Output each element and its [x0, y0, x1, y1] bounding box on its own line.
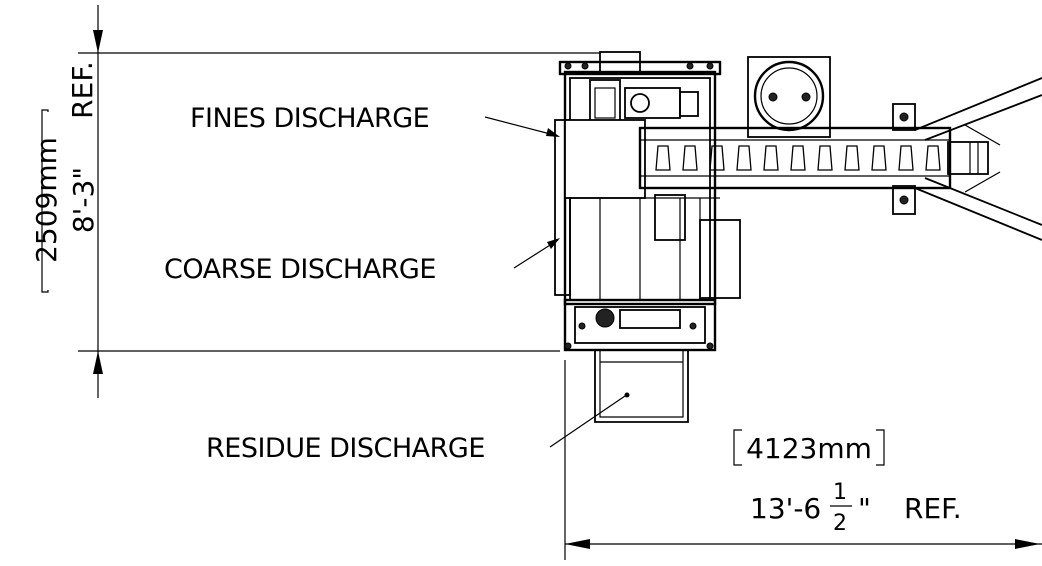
right-arrowhead	[1015, 539, 1040, 549]
conveyor-bucket	[736, 145, 752, 171]
conveyor-bucket	[925, 145, 941, 171]
conveyor-bucket	[655, 145, 671, 171]
fraction-denominator: 2	[833, 511, 847, 536]
side-chute	[554, 119, 571, 296]
drive-motor	[624, 87, 681, 119]
bearing-bolt	[899, 195, 909, 205]
coarse-leader-arrow	[547, 238, 560, 249]
vertical-metric-group: 2509mm	[30, 137, 63, 263]
bearing-block-bottom	[892, 185, 916, 215]
left-arrowhead	[565, 539, 590, 549]
horizontal-metric-bracket-right	[876, 429, 885, 466]
hopper-frame	[747, 56, 831, 138]
round-hopper	[747, 56, 831, 138]
vertical-metric-label: 2509mm	[30, 137, 63, 263]
vertical-imperial-label: 8'-3"	[67, 167, 100, 233]
bolt-icon	[564, 62, 572, 70]
electrical-box-inner	[594, 87, 616, 119]
vertical-dimension: 2509mm 8'-3" REF.	[30, 5, 600, 398]
bolt-icon	[578, 322, 586, 330]
motor-pulley	[630, 93, 650, 113]
top-frame-plate	[558, 60, 722, 76]
horizontal-dimension: 4123mm 13'-6 1 2 " REF.	[564, 360, 1042, 560]
support-strut	[924, 177, 1042, 226]
conveyor-bucket	[682, 145, 698, 171]
lower-motor	[699, 219, 741, 299]
top-arrowhead	[93, 30, 103, 53]
bearing-block-top	[892, 103, 916, 131]
conveyor-bucket	[763, 145, 779, 171]
residue-leader-line	[549, 395, 626, 448]
conveyor-bucket	[871, 145, 887, 171]
fines-discharge-panel	[564, 119, 646, 199]
bolt-icon	[706, 342, 714, 350]
bottom-arrowhead	[93, 351, 103, 374]
horizontal-imperial-whole: 13'-6	[750, 492, 821, 525]
bottom-pulley	[595, 308, 615, 328]
a-frame-support	[914, 77, 1042, 241]
bolt-icon	[564, 342, 572, 350]
horizontal-metric-bracket-left	[733, 429, 742, 466]
conveyor-buckets	[655, 145, 941, 171]
vertical-metric-bracket-left	[41, 109, 49, 293]
hopper-bolt	[801, 92, 811, 102]
support-strut	[914, 77, 1042, 131]
support-brace	[964, 171, 1001, 193]
hopper-circle-inner	[760, 67, 818, 125]
bolt-icon	[689, 322, 697, 330]
conveyor-bucket	[790, 145, 806, 171]
vertical-ref-group: REF.	[66, 61, 99, 119]
vertical-ref-label: REF.	[66, 61, 99, 119]
fines-leader-line	[484, 116, 559, 137]
conveyor-bucket	[709, 145, 725, 171]
conveyor-frame	[638, 126, 952, 190]
vertical-imperial-group: 8'-3"	[67, 167, 100, 233]
bottom-frame-inner	[574, 306, 706, 344]
fines-discharge-label: FINES DISCHARGE	[190, 103, 429, 134]
conveyor	[638, 103, 989, 215]
bolt-icon	[706, 62, 714, 70]
inch-mark: "	[858, 492, 871, 525]
callouts: FINES DISCHARGE COARSE DISCHARGE RESIDUE…	[164, 103, 630, 464]
hopper-bolt	[768, 92, 778, 102]
residue-chute-inner	[599, 350, 684, 418]
motor-end-cap	[679, 91, 699, 117]
support-strut	[914, 187, 1042, 241]
machine-body	[554, 51, 741, 423]
conveyor-bucket	[817, 145, 833, 171]
fines-leader-arrow	[546, 128, 560, 137]
residue-discharge-label: RESIDUE DISCHARGE	[206, 433, 485, 464]
bottom-shaft	[619, 309, 681, 329]
horizontal-ref-label: REF.	[904, 492, 962, 525]
support-strut	[924, 94, 1042, 141]
support-brace	[964, 124, 1001, 146]
coarse-discharge-label: COARSE DISCHARGE	[164, 254, 436, 285]
conveyor-bucket	[844, 145, 860, 171]
horizontal-metric-label: 4123mm	[746, 432, 872, 465]
residue-chute-outer	[594, 350, 689, 423]
bolt-icon	[581, 62, 589, 70]
lower-gearbox	[654, 194, 686, 241]
hopper-circle	[753, 60, 825, 132]
fraction-numerator: 1	[833, 480, 847, 505]
bearing-bolt	[899, 112, 909, 122]
conveyor-bucket	[898, 145, 914, 171]
bolt-icon	[686, 62, 694, 70]
conveyor-head	[947, 141, 989, 175]
residue-leader-dot	[624, 392, 630, 398]
bottom-frame	[563, 298, 717, 352]
